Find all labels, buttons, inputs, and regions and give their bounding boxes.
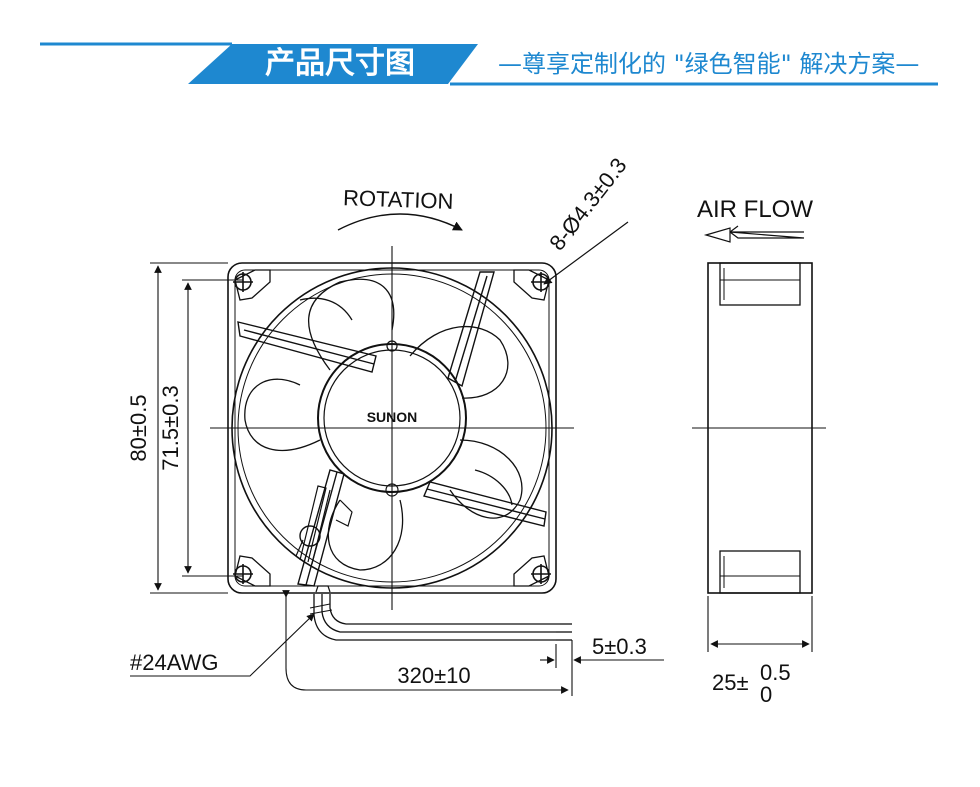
depth-tolerance-upper: 0.5	[760, 660, 791, 685]
hole-spec-label: 8-Ø4.3±0.3	[544, 153, 631, 255]
depth-tolerance-lower: 0	[760, 682, 772, 707]
wire-lead	[309, 594, 572, 641]
cable-channel	[299, 485, 353, 593]
header-banner: 产品尺寸图 —尊享定制化的 "绿色智能" 解决方案—	[0, 0, 980, 100]
fan-side-view	[707, 262, 813, 594]
header-graphic	[40, 42, 938, 86]
side-top-flange	[719, 262, 801, 306]
airflow-arrow-head	[703, 227, 731, 243]
airflow-label: AIR FLOW	[697, 196, 813, 223]
page-title: 产品尺寸图	[265, 46, 415, 81]
wire-gauge-leader	[130, 613, 315, 677]
height-dimensions	[150, 262, 243, 594]
height-inner-label: 71.5±0.3	[158, 385, 183, 470]
corner-pocket-top-right	[513, 269, 551, 301]
page-subtitle: —尊享定制化的 "绿色智能" 解决方案—	[498, 50, 920, 78]
depth-dimension	[707, 596, 813, 652]
fan-blades	[244, 278, 523, 571]
wire-grommet	[299, 525, 321, 547]
side-bottom-flange	[719, 550, 801, 594]
center-lines	[210, 246, 826, 610]
corner-pocket-bottom-right	[513, 555, 551, 587]
wire-gauge-label: #24AWG	[130, 650, 218, 675]
wire-length-label: 320±10	[397, 663, 470, 688]
wire-strip-dimension	[540, 640, 664, 696]
height-outer-label: 80±0.5	[126, 394, 151, 461]
wire-strip-label: 5±0.3	[592, 634, 647, 659]
airflow-arrow	[727, 225, 805, 239]
header-title-parallelogram	[188, 44, 478, 84]
corner-pocket-bottom-left	[233, 555, 271, 587]
rotation-label: ROTATION	[343, 185, 454, 214]
depth-label: 25±	[712, 670, 749, 695]
corner-pocket-top-left	[233, 269, 271, 301]
hole-leader-line	[543, 221, 629, 285]
wire-length-dimension	[282, 590, 569, 694]
rotation-arrow	[337, 213, 463, 231]
